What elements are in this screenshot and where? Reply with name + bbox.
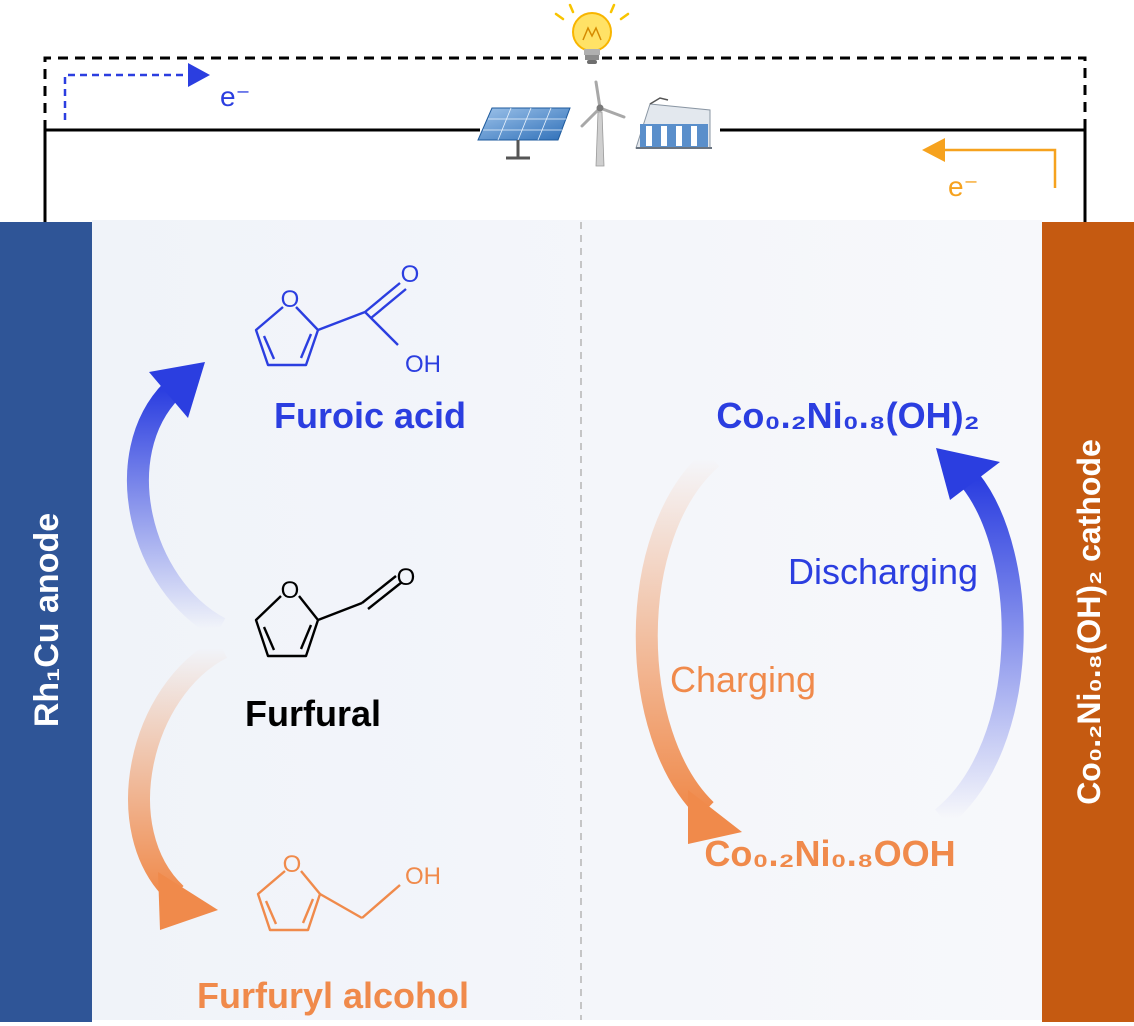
electron-flow-left-path bbox=[63, 73, 190, 120]
reduction-arrow-downward-head bbox=[158, 872, 218, 930]
electron-label-left: e⁻ bbox=[220, 81, 250, 112]
furfural-structure bbox=[254, 575, 403, 658]
charging-label: Charging bbox=[670, 659, 816, 700]
electron-label-right: e⁻ bbox=[948, 171, 978, 202]
cathode-label: Co₀.₂Ni₀.₈(OH)₂ cathode bbox=[1071, 439, 1107, 805]
electrolyte-background bbox=[92, 220, 1042, 1020]
solar-panel-icon bbox=[477, 107, 571, 160]
external-circuit bbox=[43, 56, 1087, 222]
furfural-label: Furfural bbox=[245, 693, 381, 734]
cathode-bottom-species-label: Co₀.₂Ni₀.₈OOH bbox=[704, 833, 955, 874]
charging-arrow-head bbox=[688, 790, 742, 844]
anode-electrode bbox=[0, 222, 92, 1022]
electron-flow-right-path bbox=[942, 148, 1057, 188]
furoic-acid-label: Furoic acid bbox=[274, 395, 466, 436]
furoic-acid-hydroxyl: OH bbox=[405, 351, 441, 378]
anode-label: Rh₁Cu anode bbox=[28, 513, 66, 727]
furfural-ring-oxygen: O bbox=[281, 577, 300, 604]
charging-arrow bbox=[635, 449, 720, 818]
light-bulb-icon bbox=[554, 3, 630, 64]
furfuryl-alcohol-structure bbox=[256, 870, 401, 932]
cathode-electrode bbox=[1042, 222, 1134, 1022]
furoic-acid-structure bbox=[254, 282, 407, 367]
furfuryl-alcohol-hydroxyl: OH bbox=[405, 863, 441, 890]
solid-wire bbox=[43, 128, 480, 222]
oxidation-arrow-upward-head bbox=[149, 362, 205, 418]
electron-flow-left-arrowhead bbox=[188, 63, 210, 87]
furoic-acid-ring-oxygen: O bbox=[281, 286, 300, 313]
discharging-arrow bbox=[934, 473, 1024, 827]
cathode-top-species-label: Co₀.₂Ni₀.₈(OH)₂ bbox=[716, 395, 979, 436]
furfuryl-alcohol-ring-oxygen: O bbox=[283, 851, 302, 878]
solid-wire-right bbox=[720, 128, 1087, 222]
furoic-acid-carbonyl-oxygen: O bbox=[401, 261, 420, 288]
discharging-label: Discharging bbox=[788, 551, 978, 592]
electron-flow-right-arrowhead bbox=[922, 138, 945, 162]
wind-turbine-icon bbox=[580, 80, 626, 167]
oxidation-arrow-upward bbox=[127, 382, 226, 638]
dashed-wire bbox=[43, 56, 1087, 130]
furfuryl-alcohol-label: Furfuryl alcohol bbox=[197, 975, 469, 1016]
reduction-arrow-downward bbox=[128, 638, 228, 903]
discharging-arrow-head bbox=[936, 448, 1000, 500]
furfural-carbonyl-oxygen: O bbox=[397, 564, 416, 591]
hydro-dam-icon bbox=[635, 97, 712, 149]
